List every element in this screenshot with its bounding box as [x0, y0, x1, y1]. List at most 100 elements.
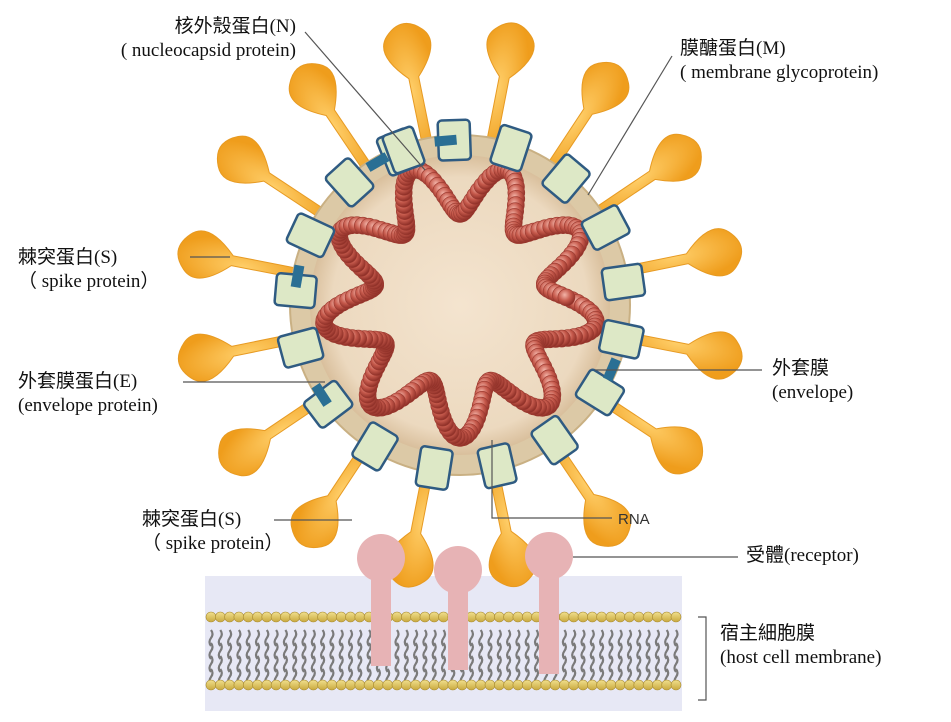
lipid-head	[280, 679, 291, 691]
lipid-head	[521, 611, 533, 623]
lipid-head	[215, 611, 226, 623]
lipid-head	[205, 679, 217, 691]
spike	[288, 63, 373, 172]
lipid-head	[466, 679, 477, 691]
membrane-glycoprotein-unit	[580, 204, 631, 251]
membrane-glycoprotein-unit	[285, 212, 336, 259]
lipid-head	[289, 611, 301, 623]
lipid-head	[345, 679, 356, 691]
lipid-head	[428, 611, 440, 623]
envelope-protein-unit	[290, 264, 305, 289]
lipid-head	[577, 611, 589, 623]
lipid-head	[354, 679, 366, 691]
spike	[593, 133, 702, 218]
leader-lines	[183, 31, 762, 701]
lipid-head	[326, 679, 338, 691]
lipid-head	[568, 679, 580, 691]
lipid-head	[335, 679, 347, 691]
lipid-head	[298, 611, 310, 623]
lipid-head	[317, 679, 328, 691]
lipid-head	[633, 679, 645, 691]
lipid-head	[224, 611, 235, 623]
spike	[547, 438, 632, 547]
lipid-head	[280, 611, 291, 623]
membrane-glycoprotein-unit	[530, 414, 579, 466]
lipid-head	[270, 679, 282, 691]
receptor-label: 受體(receptor)	[746, 545, 859, 566]
lipid-head	[605, 611, 617, 623]
host-cell-membrane	[205, 576, 682, 711]
lipid-head	[652, 679, 663, 691]
lipid-head	[642, 611, 654, 623]
spike-protein-label-left: 棘突蛋白(S) （ spike protein）	[18, 247, 160, 292]
lipid-head	[549, 679, 561, 691]
spike	[546, 61, 630, 171]
lipid-head	[531, 679, 542, 691]
lipid-head	[596, 611, 607, 623]
spike	[620, 330, 743, 380]
membrane-glycoprotein-unit	[541, 153, 591, 204]
lipid-head	[373, 679, 384, 691]
lipid-head	[233, 611, 245, 623]
lipid-head	[205, 611, 217, 623]
spike	[177, 332, 300, 382]
lipid-head	[633, 611, 645, 623]
membrane-glycoprotein-unit	[597, 318, 645, 360]
lipid-head	[521, 679, 533, 691]
lipid-head	[438, 679, 449, 691]
envelope-protein-label: 外套膜蛋白(E) (envelope protein)	[18, 371, 158, 416]
envelope-protein-unit	[311, 382, 332, 407]
lipid-head	[661, 679, 673, 691]
lipid-head	[512, 611, 524, 623]
spike	[216, 135, 326, 219]
lipid-head	[410, 679, 421, 691]
lipid-head	[559, 679, 570, 691]
lipid-head	[661, 611, 673, 623]
lipid-head	[540, 679, 552, 691]
lipid-head	[652, 611, 663, 623]
lipid-head	[242, 679, 254, 691]
lipid-head	[307, 611, 319, 623]
lipid-head	[484, 611, 496, 623]
membrane-glycoprotein-unit	[414, 445, 454, 491]
lipid-head	[447, 679, 459, 691]
lipid-head	[559, 611, 570, 623]
spike	[177, 230, 300, 280]
lipid-head	[624, 679, 635, 691]
lipid-head	[438, 611, 449, 623]
membrane-glycoprotein-unit	[476, 442, 518, 490]
spike	[383, 22, 433, 145]
lipid-head	[586, 679, 598, 691]
lipid-head	[354, 611, 366, 623]
nucleocapsid-label: 核外殼蛋白(N) ( nucleocapsid protein)	[120, 16, 296, 61]
lipid-head	[428, 679, 440, 691]
spike	[594, 391, 704, 475]
lipid-head	[317, 611, 328, 623]
lipid-head	[298, 679, 310, 691]
lipid-head	[605, 679, 617, 691]
lipid-head	[493, 679, 505, 691]
rna-label: RNA	[618, 511, 650, 528]
lipid-head	[419, 679, 431, 691]
membrane-glycoprotein-unit	[324, 157, 375, 208]
lipid-head	[493, 611, 505, 623]
lipid-head	[475, 679, 487, 691]
lipid-head	[503, 679, 514, 691]
membrane-glycoprotein-unit	[381, 125, 426, 175]
lipid-head	[215, 679, 226, 691]
lipid-head	[484, 679, 496, 691]
lipid-head	[475, 611, 487, 623]
membrane-glycoprotein-unit	[276, 326, 325, 369]
membrane-glycoprotein-label: 膜醣蛋白(M) ( membrane glycoprotein)	[680, 38, 879, 83]
spike-protein-label-bottom: 棘突蛋白(S) （ spike protein）	[142, 509, 284, 554]
lipid-head	[642, 679, 654, 691]
lipid-head	[456, 679, 468, 691]
envelope-label: 外套膜 (envelope)	[772, 358, 854, 403]
lipid-head	[233, 679, 245, 691]
lipid-head	[400, 611, 412, 623]
spike	[290, 439, 374, 549]
lipid-head	[400, 679, 412, 691]
lipid-head	[345, 611, 356, 623]
